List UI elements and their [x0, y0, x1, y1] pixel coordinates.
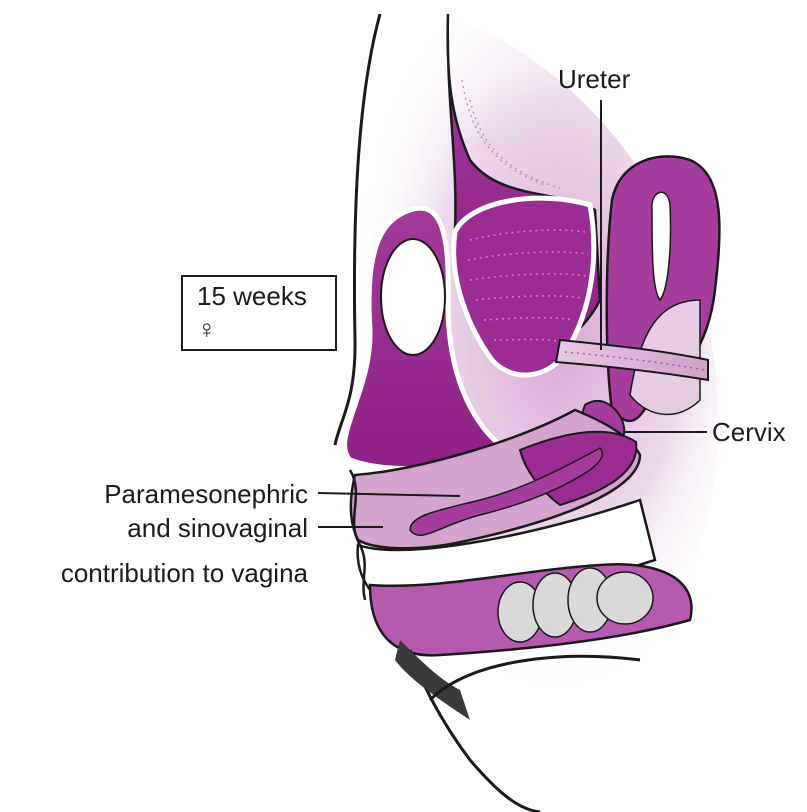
stage-box-age: 15 weeks	[197, 281, 307, 311]
vagina-label-line1: Paramesonephric	[104, 479, 308, 509]
cervix-label: Cervix	[712, 417, 786, 447]
vagina-label-line3: contribution to vagina	[61, 558, 309, 588]
vagina-label-line2: and sinovaginal	[127, 513, 308, 543]
bladder-lumen	[381, 239, 445, 355]
ureter-label: Ureter	[558, 64, 631, 94]
female-symbol: ♀	[197, 314, 217, 344]
